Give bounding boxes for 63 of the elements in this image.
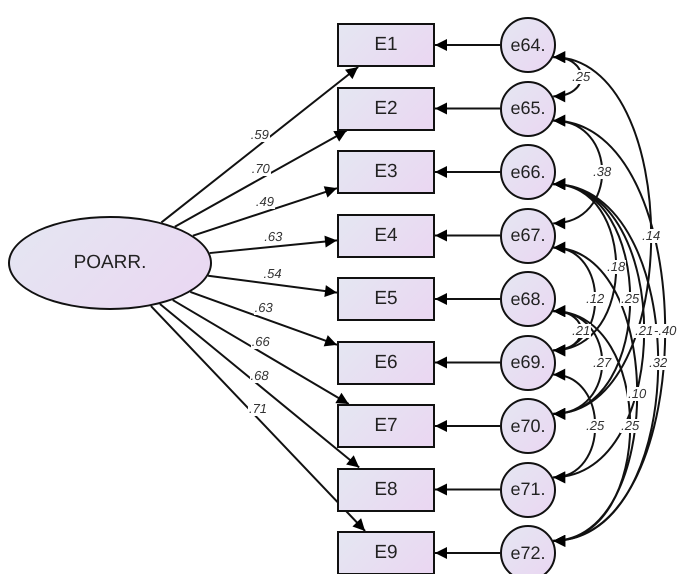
path-arrow — [210, 236, 338, 254]
edge-label: .70 — [250, 162, 271, 176]
path-arrow — [192, 186, 338, 237]
edge-label: .54 — [262, 267, 283, 282]
path-arrow — [208, 274, 338, 297]
path-arrow — [435, 484, 500, 496]
path-arrow — [159, 303, 360, 468]
observed-box: E1 — [337, 23, 435, 67]
edge-label: .25 — [620, 419, 640, 433]
edge-label: .27 — [592, 356, 612, 370]
error-circle: e70. — [500, 398, 556, 454]
edge-label: .71 — [248, 402, 268, 416]
edge-label: .59 — [250, 128, 270, 142]
edge-label: -.40 — [653, 324, 678, 338]
path-arrow — [150, 305, 366, 532]
edge-label: .63 — [263, 230, 284, 244]
path-arrow — [172, 299, 350, 405]
observed-box: E2 — [337, 86, 435, 130]
latent-ellipse: POARR. — [8, 216, 212, 310]
covariance-arrow — [552, 54, 652, 417]
edge-label: .14 — [641, 228, 662, 242]
edge-label: .21 — [634, 324, 654, 338]
path-arrow — [435, 547, 500, 559]
error-circle: e67. — [500, 208, 556, 264]
observed-box: E4 — [337, 214, 435, 258]
observed-box: E6 — [337, 340, 435, 384]
observed-box: E5 — [337, 277, 435, 321]
error-circle: e64. — [500, 17, 556, 73]
path-arrow — [435, 230, 500, 242]
error-circle: e69. — [500, 334, 556, 390]
observed-box: E7 — [337, 404, 435, 448]
edge-label: .25 — [571, 70, 592, 84]
edge-label: .66 — [250, 335, 271, 350]
error-circle: e66. — [500, 144, 556, 200]
path-arrow — [435, 356, 500, 368]
edge-label: .21 — [571, 324, 592, 338]
edge-label: .18 — [606, 260, 626, 274]
path-arrow — [435, 293, 500, 305]
error-circle: e71. — [500, 462, 556, 518]
observed-box: E3 — [337, 150, 435, 194]
edge-label: .32 — [648, 356, 668, 370]
edge-label: .12 — [585, 292, 606, 306]
path-arrow — [435, 39, 500, 51]
covariance-arrow — [553, 370, 596, 482]
path-arrow — [435, 166, 500, 178]
edge-label: .63 — [254, 301, 274, 316]
observed-box: E9 — [337, 531, 435, 574]
path-arrow — [190, 291, 338, 346]
path-arrow — [435, 420, 500, 432]
edge-label: .68 — [250, 368, 270, 383]
error-circle: e65. — [500, 80, 556, 136]
error-circle: e72. — [500, 525, 556, 574]
edge-label: .38 — [592, 165, 612, 179]
observed-box: E8 — [337, 468, 435, 512]
path-arrow — [435, 102, 500, 114]
covariance-arrow — [553, 308, 632, 544]
edge-label: .25 — [585, 419, 606, 433]
path-arrow — [160, 66, 359, 224]
error-circle: e68. — [500, 271, 556, 327]
edge-label: .49 — [254, 194, 275, 209]
edge-label: .25 — [620, 292, 640, 306]
edge-label: .10 — [627, 387, 648, 402]
path-arrow — [174, 130, 348, 228]
